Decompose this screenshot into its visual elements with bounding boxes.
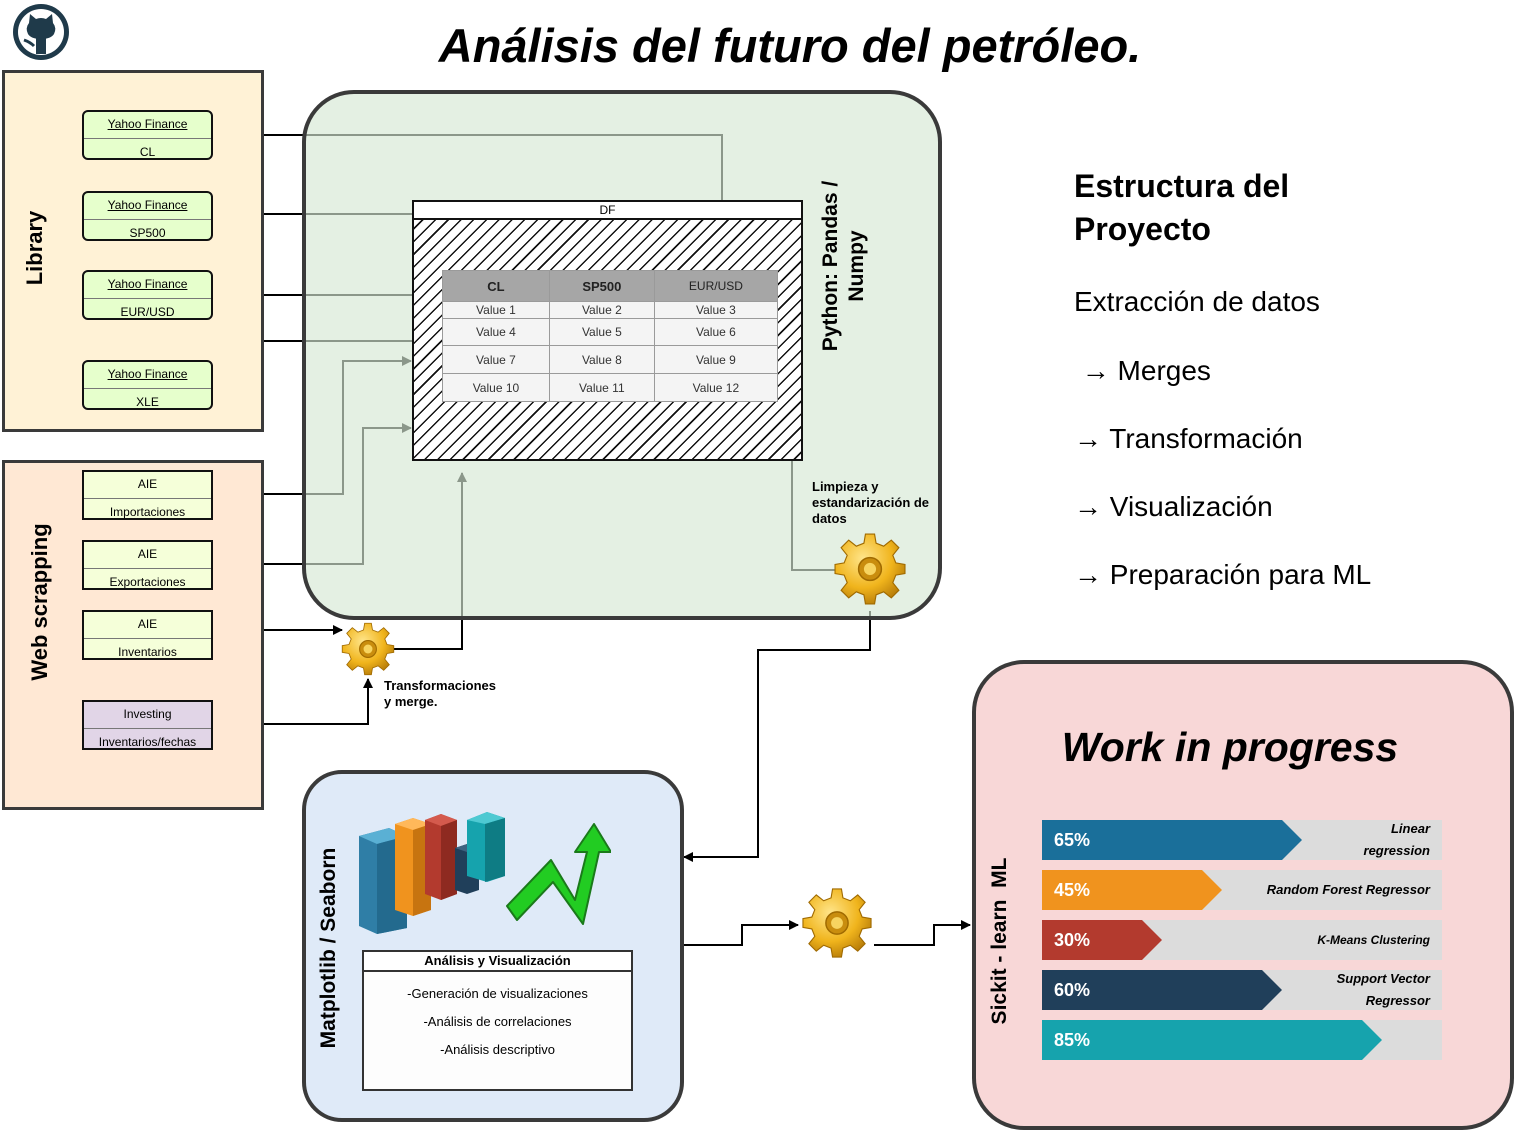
github-icon[interactable] <box>10 2 74 62</box>
source-provider: AIE <box>84 472 211 499</box>
structure-step: → Transformación <box>1074 423 1303 454</box>
structure-step: → Merges <box>1074 355 1211 386</box>
table-cell: Value 10 <box>442 373 550 402</box>
page-title: Análisis del futuro del petróleo. <box>438 19 1142 72</box>
web-scrapping-label: Web scrapping <box>27 523 52 681</box>
column-header: SP500 <box>548 270 655 302</box>
model-name: Support Vector Regressor <box>1336 971 1430 1008</box>
library-label: Library <box>22 210 47 286</box>
source-aie-inventarios[interactable]: AIE Inventarios <box>82 610 213 660</box>
model-progress-bar: 65% Linear regression <box>1042 820 1442 860</box>
dataframe-table: CL SP500 EUR/USD Value 1 Value 2 Value 3… <box>442 270 779 402</box>
source-yahoo-cl[interactable]: Yahoo Finance CL <box>82 110 213 160</box>
gear-icon <box>800 884 874 967</box>
source-provider: AIE <box>84 542 211 569</box>
source-item: Inventarios <box>118 645 177 659</box>
table-cell: Value 5 <box>548 318 655 346</box>
structure-step: → Preparación para ML <box>1074 559 1372 590</box>
source-ticker: EUR/USD <box>120 305 175 319</box>
source-provider: Investing <box>84 702 211 729</box>
model-progress-bar: 45% Random Forest Regressor <box>1042 870 1442 910</box>
python-label: Python: Pandas / Numpy <box>819 180 868 352</box>
source-provider: Yahoo Finance <box>84 362 211 389</box>
viz-label: Matplotlib / Seaborn <box>317 847 340 1049</box>
source-aie-exportaciones[interactable]: AIE Exportaciones <box>82 540 213 590</box>
analysis-item: -Generación de visualizaciones <box>407 986 588 1001</box>
progress-fill <box>1042 920 1162 960</box>
model-progress-bar: 85% <box>1042 1020 1442 1060</box>
table-cell: Value 8 <box>548 345 655 374</box>
table-cell: Value 12 <box>653 373 779 402</box>
table-cell: Value 6 <box>653 318 779 346</box>
ml-label: Sickit - learn ML <box>988 857 1011 1025</box>
source-yahoo-xle[interactable]: Yahoo Finance XLE <box>82 360 213 410</box>
source-yahoo-eurusd[interactable]: Yahoo Finance EUR/USD <box>82 270 213 320</box>
progress-fill <box>1042 870 1222 910</box>
source-provider: Yahoo Finance <box>84 112 211 139</box>
analysis-box-title: Análisis y Visualización <box>364 952 631 972</box>
source-item: Exportaciones <box>109 575 186 589</box>
structure-step: → Visualización <box>1074 491 1273 522</box>
dataframe-title: DF <box>414 202 801 220</box>
gear-icon <box>340 618 396 685</box>
table-cell: Value 3 <box>653 301 779 319</box>
up-arrow-trend-icon <box>505 820 612 935</box>
model-name: Random Forest Regressor <box>1266 882 1430 897</box>
column-header: EUR/USD <box>653 270 779 302</box>
progress-percent: 65% <box>1054 830 1091 850</box>
source-aie-importaciones[interactable]: AIE Importaciones <box>82 470 213 520</box>
structure-heading: Estructura del Proyecto <box>1074 168 1290 247</box>
table-cell: Value 7 <box>442 345 550 374</box>
source-yahoo-sp500[interactable]: Yahoo Finance SP500 <box>82 191 213 241</box>
ml-heading: Work in progress <box>1061 724 1399 770</box>
source-provider: Yahoo Finance <box>84 193 211 220</box>
column-header: CL <box>442 270 550 302</box>
progress-percent: 30% <box>1054 930 1091 950</box>
gear-icon <box>832 530 908 613</box>
source-item: Inventarios/fechas <box>98 735 197 749</box>
table-cell: Value 11 <box>548 373 655 402</box>
3d-bar-chart-icon <box>355 808 515 941</box>
table-cell: Value 1 <box>442 301 550 319</box>
progress-fill <box>1042 970 1282 1010</box>
progress-fill <box>1042 1020 1382 1060</box>
analysis-item: -Análisis descriptivo <box>440 1042 555 1057</box>
table-cell: Value 9 <box>653 345 779 374</box>
analysis-box: Análisis y Visualización -Generación de … <box>362 950 633 1091</box>
progress-percent: 45% <box>1054 880 1091 900</box>
source-ticker: CL <box>139 145 156 159</box>
progress-fill <box>1042 820 1302 860</box>
progress-percent: 60% <box>1054 980 1091 1000</box>
source-ticker: XLE <box>136 395 159 409</box>
source-ticker: SP500 <box>129 226 166 240</box>
source-investing-inventarios[interactable]: Investing Inventarios/fechas <box>82 700 213 750</box>
transform-note: Transformaciones y merge. <box>384 678 496 709</box>
model-name: Linear regression <box>1363 821 1430 858</box>
progress-percent: 85% <box>1054 1030 1091 1050</box>
structure-step: Extracción de datos <box>1074 286 1320 317</box>
cleaning-note: Limpieza y estandarización de datos <box>812 479 930 526</box>
source-provider: Yahoo Finance <box>84 272 211 299</box>
source-provider: AIE <box>84 612 211 639</box>
analysis-item: -Análisis de correlaciones <box>423 1014 572 1029</box>
table-cell: Value 2 <box>548 301 655 319</box>
source-item: Importaciones <box>109 505 186 519</box>
model-progress-bar: 30% K-Means Clustering <box>1042 920 1442 960</box>
model-progress-bar: 60% Support Vector Regressor <box>1042 970 1442 1010</box>
model-name: K-Means Clustering <box>1317 933 1430 947</box>
table-cell: Value 4 <box>442 318 550 346</box>
